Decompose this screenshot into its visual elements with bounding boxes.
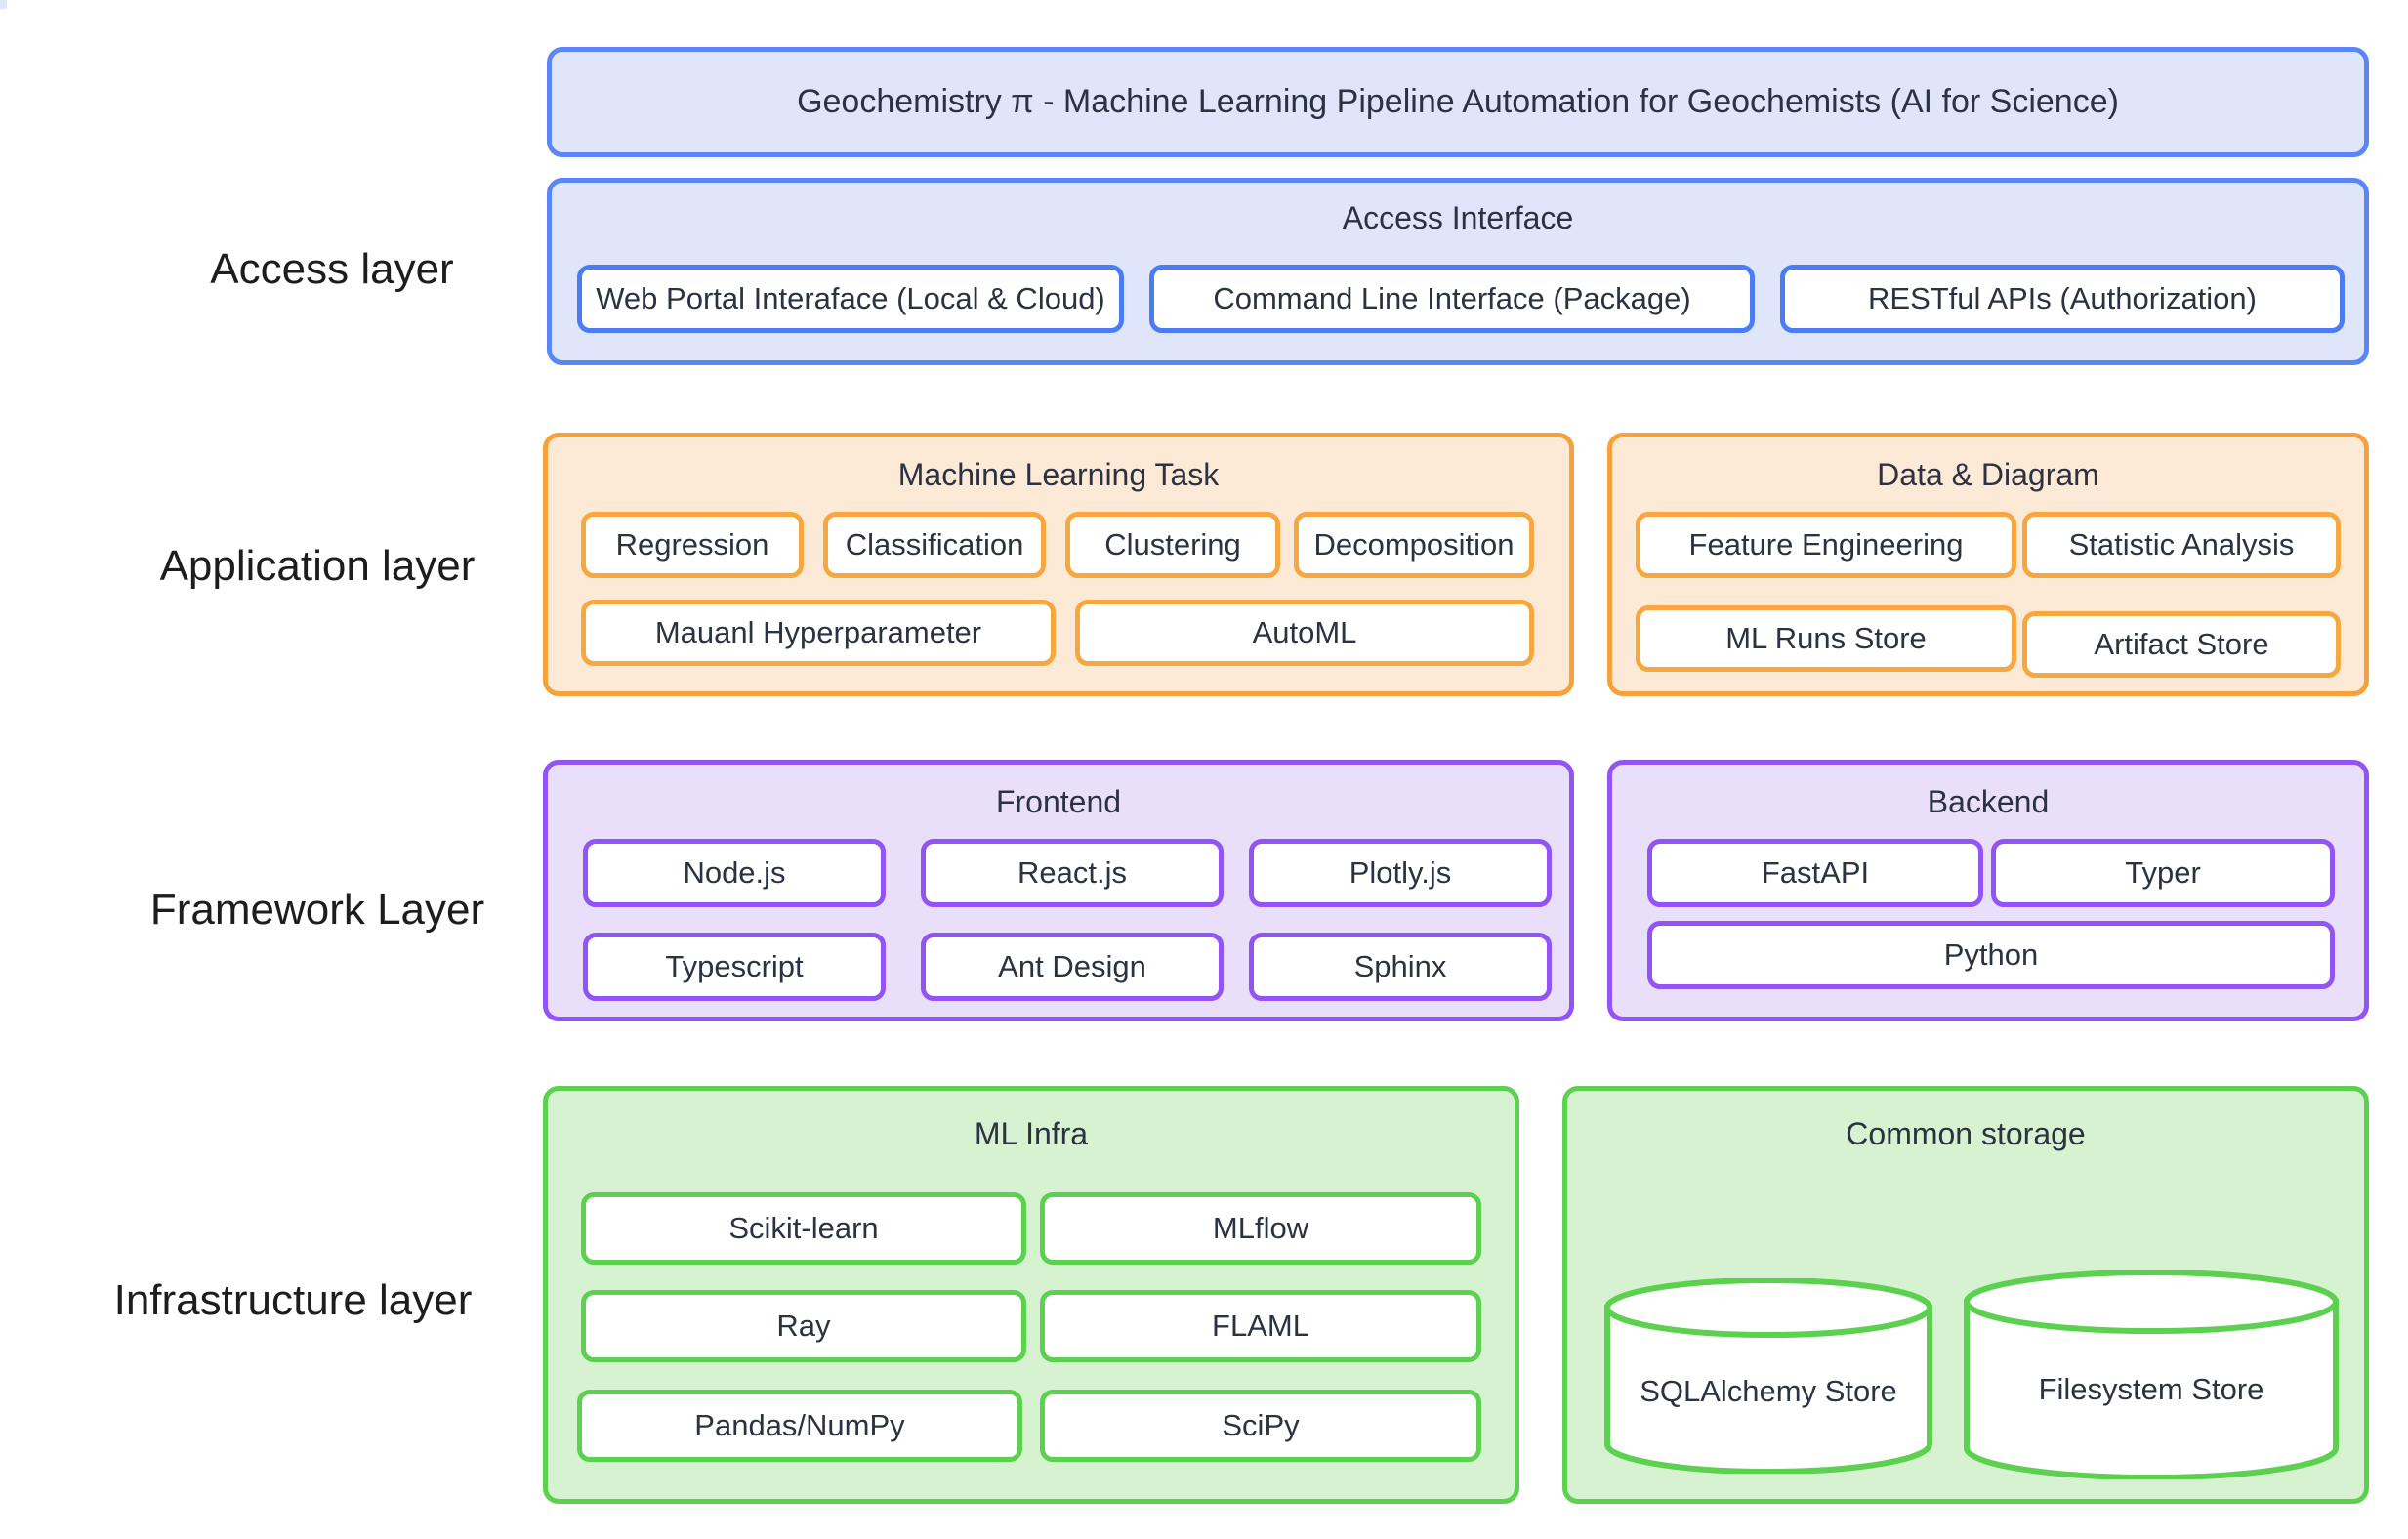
- group-frontend: Frontend Node.js React.js Plotly.js Type…: [543, 760, 1574, 1021]
- chip-reactjs[interactable]: React.js: [921, 839, 1224, 907]
- chip-restful-apis[interactable]: RESTful APIs (Authorization): [1780, 265, 2345, 333]
- cylinder-filesystem-shape: [1964, 1270, 2339, 1479]
- chip-mlflow[interactable]: MLflow: [1040, 1192, 1481, 1265]
- chip-manual-hyperparameter[interactable]: Mauanl Hyperparameter: [581, 600, 1056, 666]
- chip-scikit-learn[interactable]: Scikit-learn: [581, 1192, 1026, 1265]
- chip-sphinx[interactable]: Sphinx: [1249, 933, 1552, 1001]
- group-common-storage: Common storage SQLAlchemy Store Filesyst…: [1562, 1086, 2369, 1504]
- chip-typescript[interactable]: Typescript: [583, 933, 886, 1001]
- diagram-title-banner: Geochemistry π - Machine Learning Pipeli…: [547, 47, 2369, 157]
- layer-label-application: Application layer: [159, 542, 476, 590]
- chip-feature-engineering[interactable]: Feature Engineering: [1636, 512, 2016, 578]
- cylinder-sqlalchemy-shape: [1604, 1278, 1932, 1474]
- group-title-machine-learning-task: Machine Learning Task: [897, 457, 1220, 492]
- chip-decomposition[interactable]: Decomposition: [1294, 512, 1534, 578]
- diagram-title: Geochemistry π - Machine Learning Pipeli…: [797, 83, 2119, 120]
- chip-regression[interactable]: Regression: [581, 512, 804, 578]
- chip-ml-runs-store[interactable]: ML Runs Store: [1636, 605, 2016, 672]
- group-title-backend: Backend: [1927, 784, 2050, 819]
- chip-plotlyjs[interactable]: Plotly.js: [1249, 839, 1552, 907]
- chip-command-line[interactable]: Command Line Interface (Package): [1149, 265, 1755, 333]
- group-title-data-and-diagram: Data & Diagram: [1877, 457, 2099, 492]
- corner-marker: [0, 0, 7, 9]
- chip-web-portal[interactable]: Web Portal Interaface (Local & Cloud): [577, 265, 1124, 333]
- cylinder-filesystem-label: Filesystem Store: [2038, 1372, 2264, 1406]
- chip-python[interactable]: Python: [1647, 921, 2335, 989]
- group-machine-learning-task: Machine Learning Task Regression Classif…: [543, 433, 1574, 696]
- layer-label-access: Access layer: [210, 245, 454, 293]
- chip-artifact-store[interactable]: Artifact Store: [2022, 611, 2341, 678]
- layer-label-framework: Framework Layer: [149, 886, 485, 934]
- chip-pandas-numpy[interactable]: Pandas/NumPy: [577, 1390, 1022, 1462]
- group-title-frontend: Frontend: [995, 784, 1122, 819]
- group-access-interface: Access Interface Web Portal Interaface (…: [547, 178, 2369, 365]
- chip-clustering[interactable]: Clustering: [1065, 512, 1280, 578]
- chip-classification[interactable]: Classification: [823, 512, 1046, 578]
- chip-ant-design[interactable]: Ant Design: [921, 933, 1224, 1001]
- group-title-ml-infra: ML Infra: [974, 1116, 1089, 1151]
- group-title-common-storage: Common storage: [1846, 1116, 2086, 1151]
- chip-automl[interactable]: AutoML: [1075, 600, 1534, 666]
- chip-flaml[interactable]: FLAML: [1040, 1290, 1481, 1362]
- chip-nodejs[interactable]: Node.js: [583, 839, 886, 907]
- cylinder-sqlalchemy-label: SQLAlchemy Store: [1640, 1374, 1897, 1408]
- group-ml-infra: ML Infra Scikit-learn MLflow Ray FLAML P…: [543, 1086, 1519, 1504]
- group-backend: Backend FastAPI Typer Python: [1607, 760, 2369, 1021]
- group-title-access-interface: Access Interface: [1342, 200, 1574, 235]
- chip-scipy[interactable]: SciPy: [1040, 1390, 1481, 1462]
- cylinder-filesystem-store[interactable]: Filesystem Store: [1962, 1270, 2341, 1479]
- layer-label-infrastructure: Infrastructure layer: [113, 1276, 473, 1324]
- chip-fastapi[interactable]: FastAPI: [1647, 839, 1983, 907]
- chip-ray[interactable]: Ray: [581, 1290, 1026, 1362]
- chip-statistic-analysis[interactable]: Statistic Analysis: [2022, 512, 2341, 578]
- group-data-and-diagram: Data & Diagram Feature Engineering Stati…: [1607, 433, 2369, 696]
- cylinder-sqlalchemy-store[interactable]: SQLAlchemy Store: [1602, 1278, 1934, 1474]
- chip-typer[interactable]: Typer: [1991, 839, 2335, 907]
